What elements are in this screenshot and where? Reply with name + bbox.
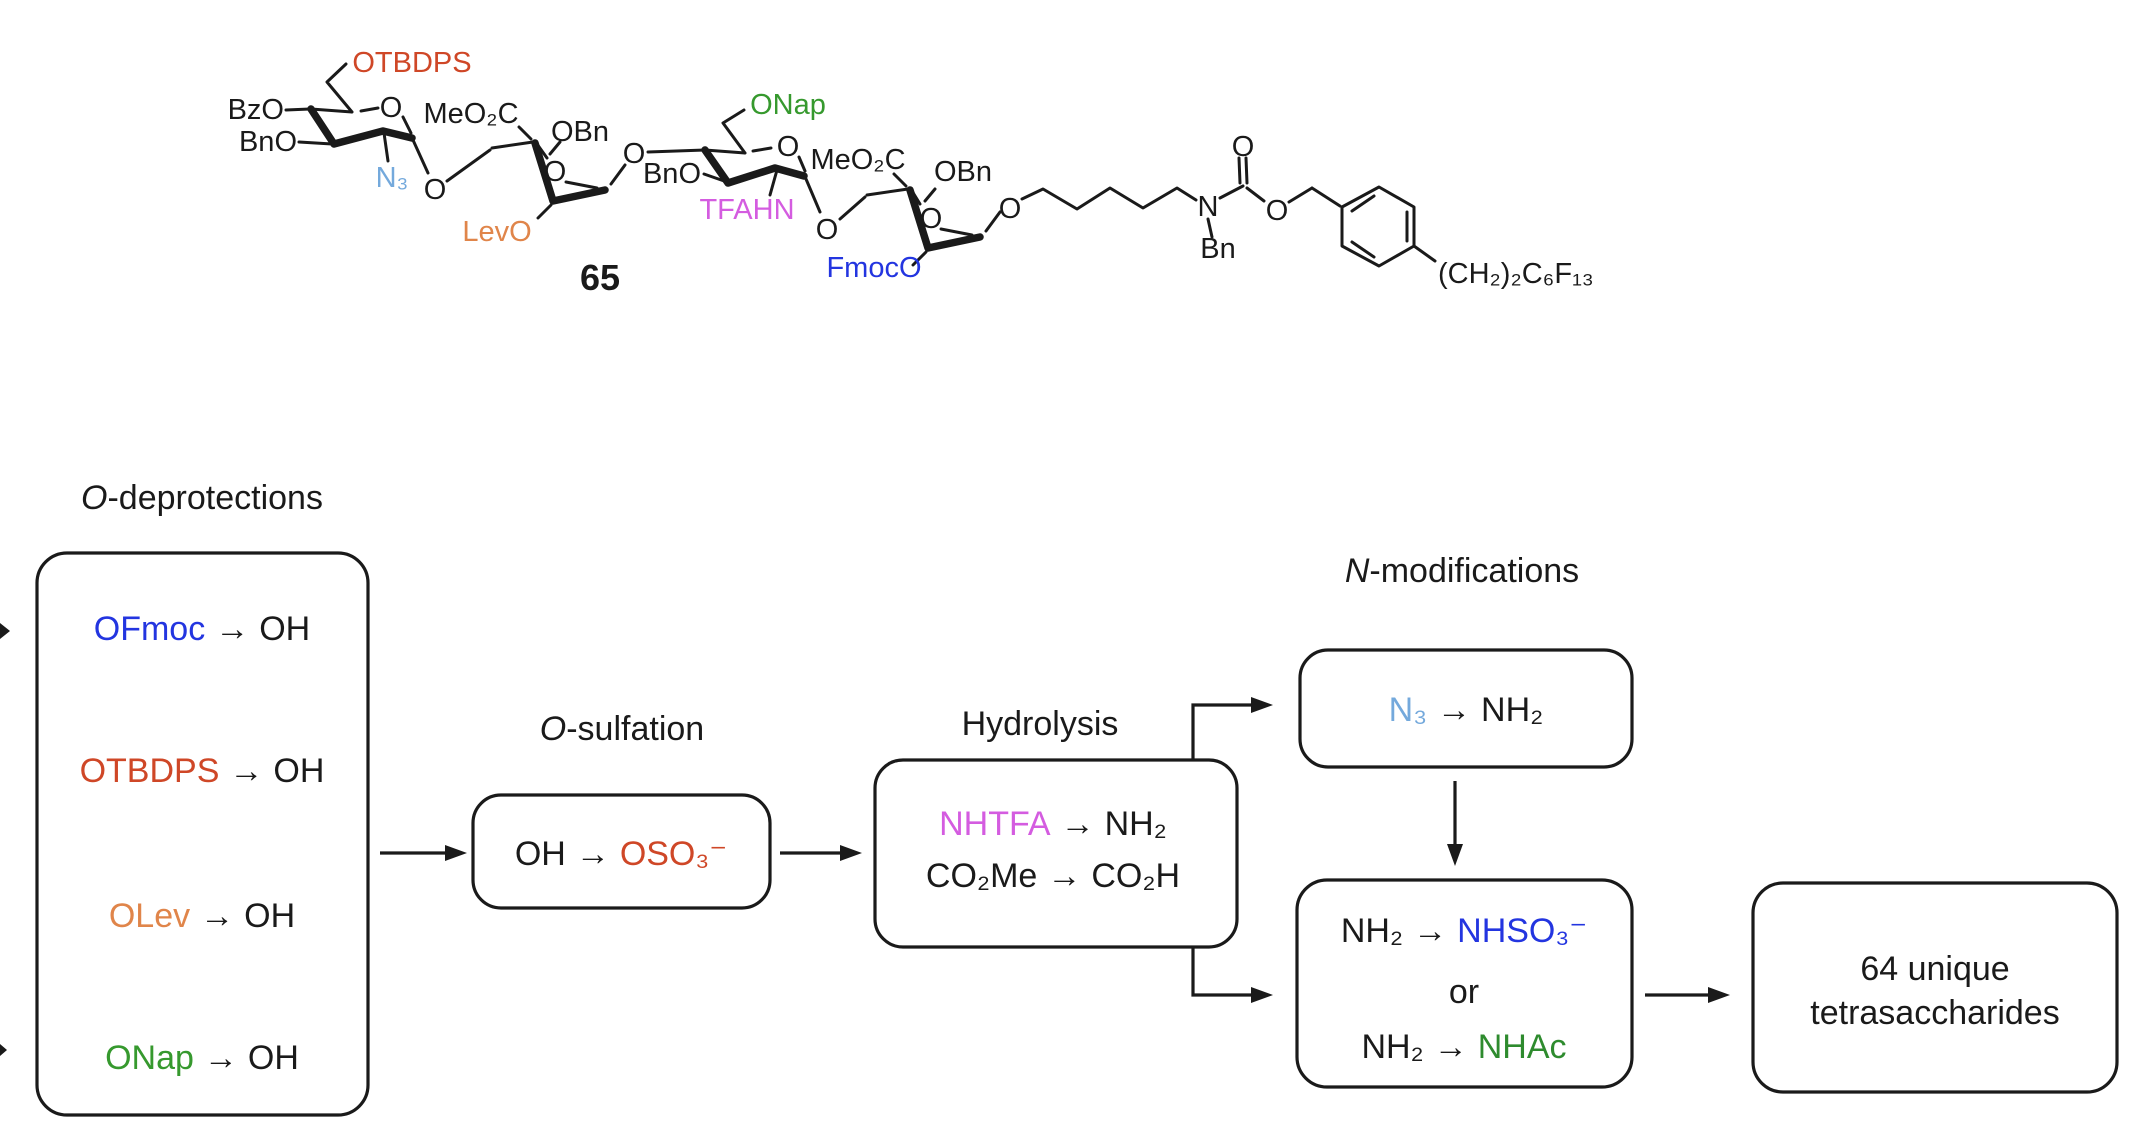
label-linker-o: O [999, 193, 1022, 225]
label-ring3-oxygen: O [777, 131, 800, 163]
label-glycosidic-o3: O [816, 214, 839, 246]
o-deprotections-box [35, 551, 370, 1117]
row-otbdps-to-oh: OTBDPS→OH [80, 752, 325, 790]
label-bno-ring1: BnO [239, 126, 297, 158]
compound-number: 65 [580, 257, 620, 298]
label-otbdps: OTBDPS [352, 47, 471, 79]
label-obn-ring2: OBn [551, 116, 609, 148]
label-ring2-oxygen: O [544, 156, 567, 188]
result-box [1751, 881, 2119, 1094]
result-line1: 64 unique [1860, 950, 2009, 988]
row-ofmoc-to-oh: OFmoc→OH [94, 610, 310, 648]
molecule-structure: OTBDPS BzO BnO N₃ O O MeO₂C OBn O O LevO… [228, 47, 1594, 298]
hydrolysis-title: Hydrolysis [962, 705, 1119, 743]
label-ester-o: O [1266, 195, 1289, 227]
benzene-ring [1340, 185, 1416, 268]
o-deprotections-title: O-deprotections [81, 479, 323, 517]
azide-reduction-box [1298, 648, 1634, 769]
label-meo2c-ring2: MeO₂C [423, 98, 518, 130]
hydrolysis-box [873, 758, 1239, 949]
row-nh2-to-nhac: NH₂→NHAc [1361, 1028, 1566, 1066]
row-nhtfa-to-nh2: NHTFA→NH₂ [939, 805, 1167, 843]
amine-modification-box [1295, 878, 1634, 1089]
molecule-bold-bonds [307, 105, 984, 252]
label-bno-ring3: BnO [643, 158, 701, 190]
flowchart: O-deprotections O-sulfation Hydrolysis N… [0, 479, 2119, 1117]
label-azide: N₃ [376, 162, 409, 194]
o-sulfation-box [471, 793, 772, 910]
label-ring1-oxygen: O [380, 92, 403, 124]
row-nh2-to-nhso3: NH₂→NHSO₃⁻ [1341, 912, 1587, 950]
label-fmoco: FmocO [826, 252, 921, 284]
label-glycosidic-o2: O [623, 138, 646, 170]
label-bzo: BzO [228, 94, 284, 126]
label-fluorous-tag: (CH₂)₂C₆F₁₃ [1438, 258, 1594, 290]
row-n3-to-nh2: N₃→NH₂ [1389, 691, 1544, 729]
row-oh-to-oso3: OH→OSO₃⁻ [515, 835, 727, 873]
label-glycosidic-o1: O [424, 174, 447, 206]
or-label: or [1449, 973, 1479, 1011]
o-sulfation-title: O-sulfation [540, 710, 704, 748]
benzene-double-bonds [1350, 194, 1409, 259]
row-onap-to-oh: ONap→OH [105, 1039, 299, 1077]
row-olev-to-oh: OLev→OH [109, 897, 295, 935]
label-tfahn: TFAHN [699, 194, 794, 226]
flow-arrow-lines [380, 703, 1713, 997]
label-carbonyl-o: O [1232, 131, 1255, 163]
label-amine-n: N [1198, 191, 1219, 223]
label-n-benzyl: Bn [1200, 233, 1235, 265]
n-modifications-title: N-modifications [1345, 552, 1579, 590]
result-line2: tetrasaccharides [1810, 994, 2059, 1032]
label-obn-ring4: OBn [934, 156, 992, 188]
label-levo: LevO [462, 216, 531, 248]
label-ring4-oxygen: O [920, 203, 943, 235]
label-onap: ONap [750, 89, 826, 121]
row-co2me-to-co2h: CO₂Me→CO₂H [926, 857, 1180, 895]
label-meo2c-ring4: MeO₂C [810, 144, 905, 176]
